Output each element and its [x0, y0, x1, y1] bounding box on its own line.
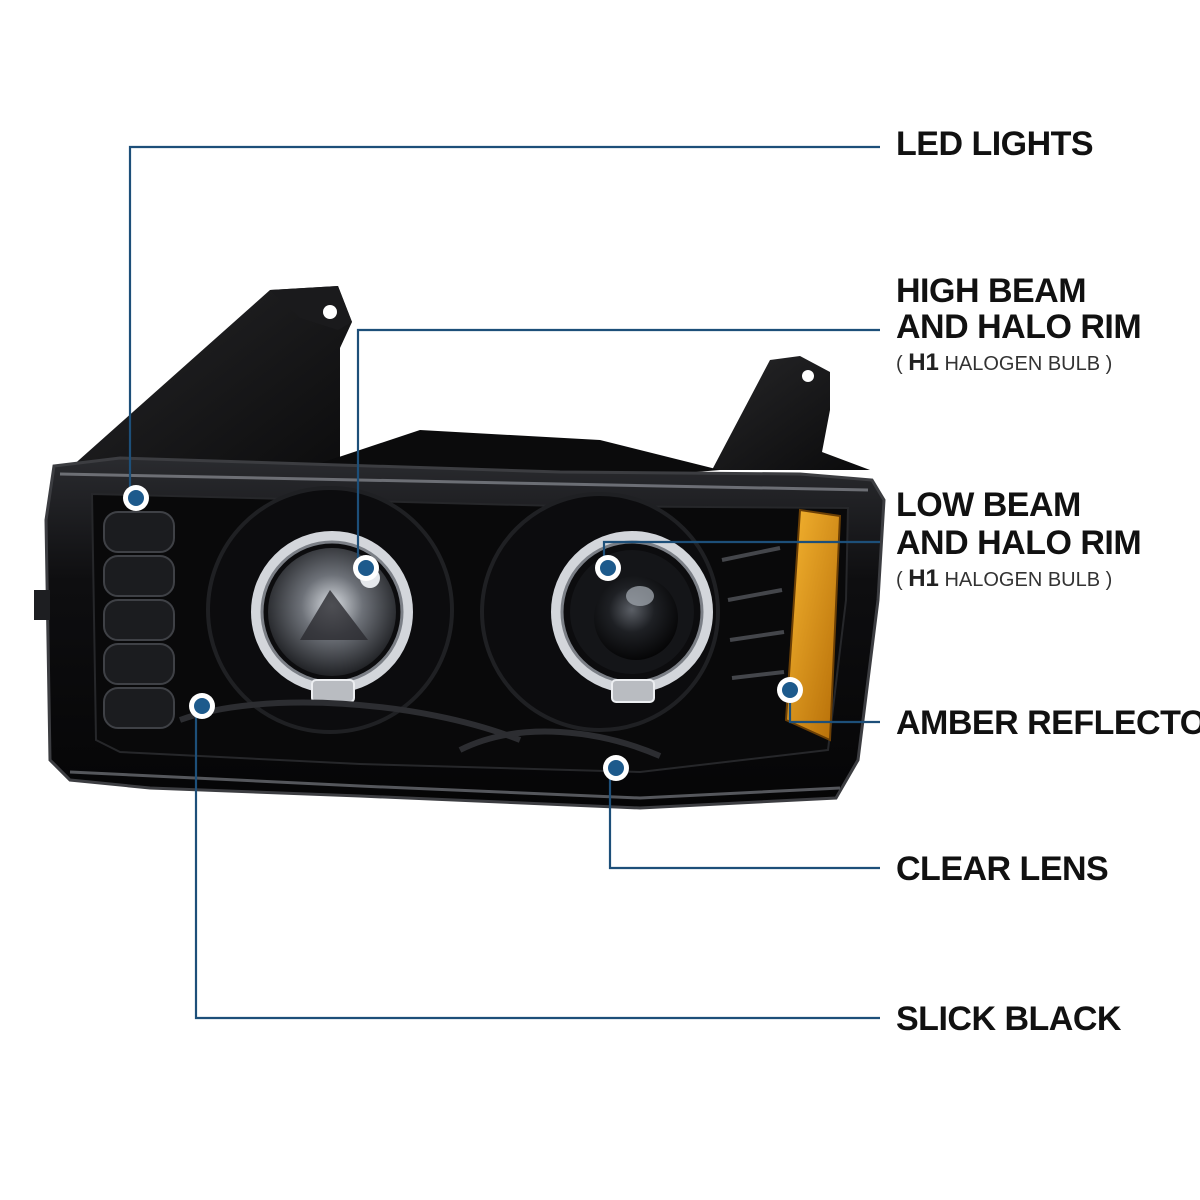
right-mounting-bracket: [712, 356, 870, 470]
callout-clear-lens: CLEAR LENS: [603, 755, 1109, 888]
callout-line: LED LIGHTS: [896, 125, 1093, 163]
high-beam-projector: [206, 486, 454, 734]
callout-line: AND HALO RIM: [896, 524, 1141, 562]
callout-led-lights: LED LIGHTS: [123, 125, 1094, 511]
callout-line: LOW BEAM: [896, 486, 1081, 524]
headlight-assembly: [34, 286, 886, 810]
led-strip: [103, 511, 175, 729]
slick-black-marker: [194, 698, 210, 714]
callout-line: AND HALO RIM: [896, 308, 1141, 346]
clear-lens-marker: [608, 760, 624, 776]
high-beam-marker: [358, 560, 374, 576]
callout-slick-black: SLICK BLACK: [189, 693, 1122, 1038]
callout-note: ( H1 HALOGEN BULB ): [896, 349, 1112, 376]
callout-high-beam: HIGH BEAM AND HALO RIM ( H1 HALOGEN BULB…: [353, 272, 1142, 581]
callout-line: CLEAR LENS: [896, 850, 1108, 888]
callout-amber-reflectors: AMBER REFLECTORS: [777, 677, 1200, 742]
left-mounting-bracket: [70, 286, 352, 500]
callout-line: HIGH BEAM: [896, 272, 1086, 310]
callout-low-beam: LOW BEAM AND HALO RIM ( H1 HALOGEN BULB …: [595, 486, 1142, 592]
callout-line: SLICK BLACK: [896, 1000, 1122, 1038]
callout-line: AMBER REFLECTORS: [896, 704, 1200, 742]
callout-note: ( H1 HALOGEN BULB ): [896, 565, 1112, 592]
led-lights-marker: [128, 490, 144, 506]
low-beam-projector: [480, 492, 720, 732]
low-beam-marker: [600, 560, 616, 576]
amber-reflectors-marker: [782, 682, 798, 698]
housing-fins: [721, 546, 785, 680]
callouts: LED LIGHTS HIGH BEAM AND HALO RIM ( H1 H…: [123, 125, 1200, 1038]
